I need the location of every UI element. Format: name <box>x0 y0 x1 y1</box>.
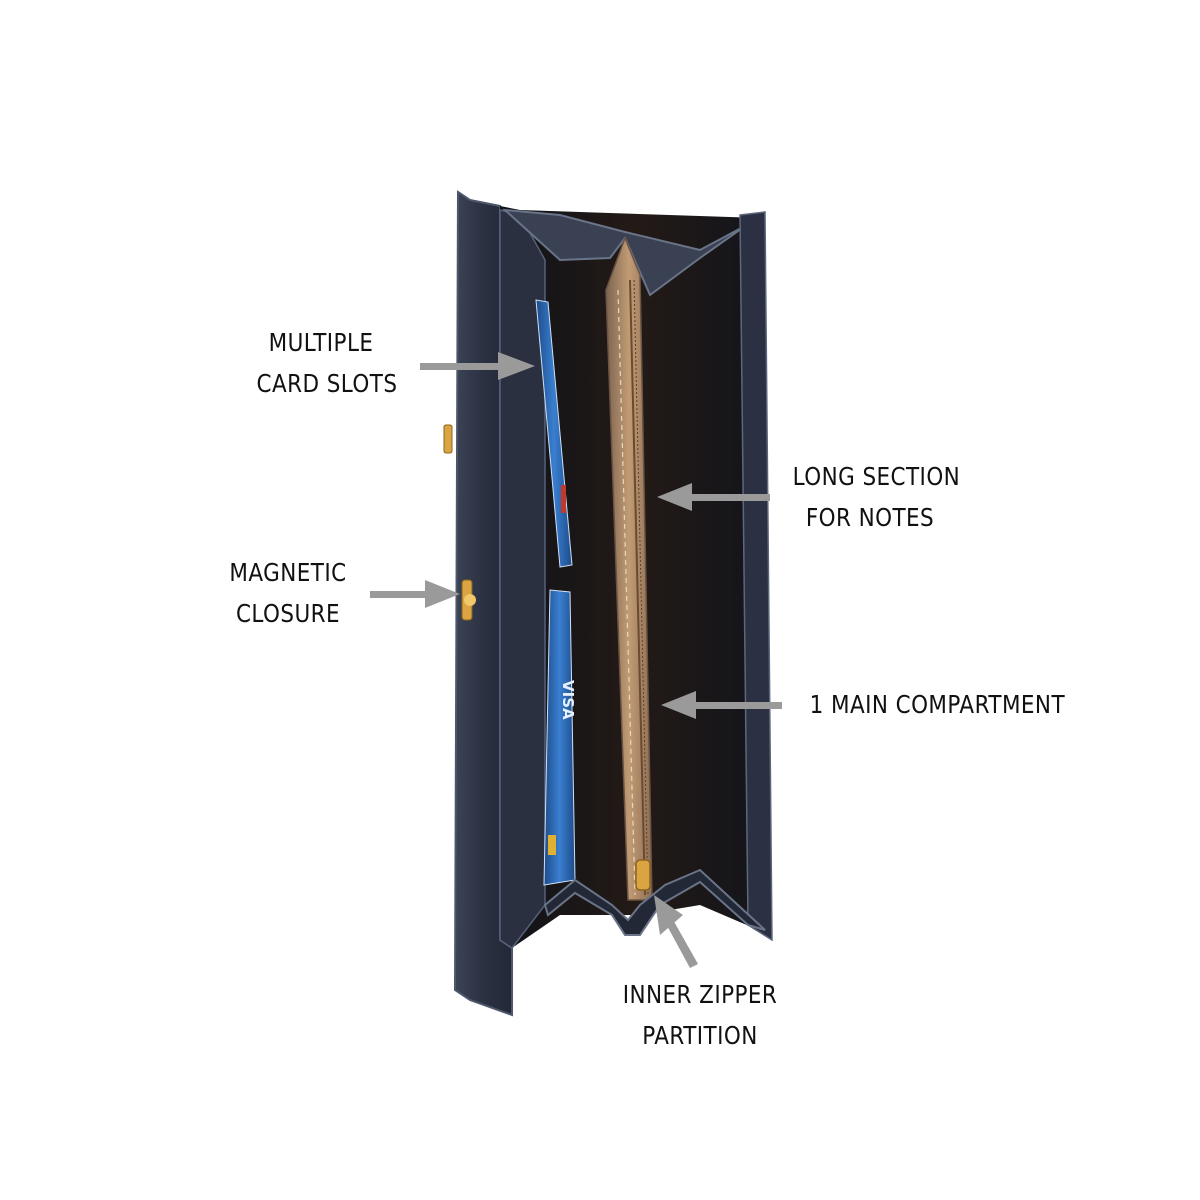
zipper-partition <box>543 235 766 936</box>
callout-inner-zipper-line-1: INNER ZIPPER <box>622 980 778 1009</box>
arrow-magnetic-closure-icon <box>370 580 460 608</box>
callout-main-compartment: 1 MAIN COMPARTMENT <box>809 684 1066 725</box>
arrow-long-section-icon <box>657 483 770 511</box>
magnetic-clasp-upper <box>443 424 453 454</box>
arrow-main-compartment-icon <box>661 691 782 719</box>
magnetic-clasp-lower <box>461 579 476 621</box>
callout-inner-zipper-line-2: PARTITION <box>642 1021 758 1050</box>
visa-logo-text: VISA <box>559 680 577 720</box>
callout-card-slots: MULTIPLE CARD SLOTS <box>256 322 398 404</box>
callout-arrows <box>370 352 782 968</box>
arrow-card-slots-icon <box>420 352 535 380</box>
callout-long-section-line-2: FOR NOTES <box>805 503 935 532</box>
callout-magnetic-closure-line-1: MAGNETIC <box>229 558 347 587</box>
card-lower-visa: VISA <box>543 589 577 886</box>
card-upper <box>535 299 573 568</box>
callout-inner-zipper: INNER ZIPPER PARTITION <box>623 974 778 1056</box>
arrow-inner-zipper-icon <box>654 895 698 968</box>
zipper-pull <box>635 859 651 891</box>
callout-card-slots-line-1: MULTIPLE <box>268 328 374 357</box>
callout-magnetic-closure: MAGNETIC CLOSURE <box>228 552 348 634</box>
callout-long-section-line-1: LONG SECTION <box>792 462 961 491</box>
callout-long-section: LONG SECTION FOR NOTES <box>792 456 961 538</box>
callout-card-slots-line-2: CARD SLOTS <box>256 369 398 398</box>
callout-main-compartment-line-1: 1 MAIN COMPARTMENT <box>809 690 1066 719</box>
callout-magnetic-closure-line-2: CLOSURE <box>235 599 341 628</box>
